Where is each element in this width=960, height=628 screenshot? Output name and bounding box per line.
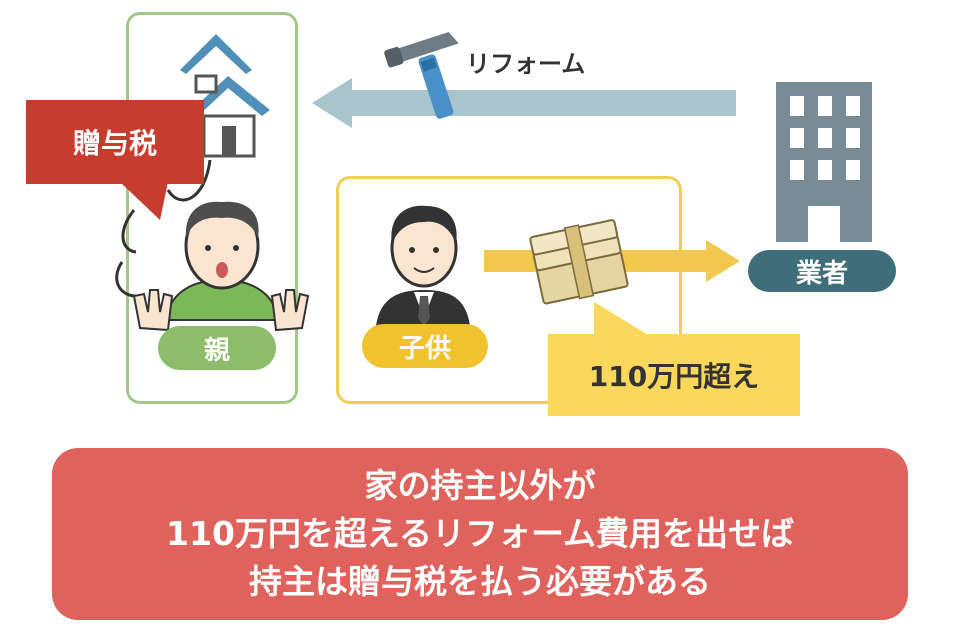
child-frame [336, 176, 682, 404]
building-icon [776, 82, 872, 242]
parent-person-icon [132, 201, 310, 332]
parent-frame [126, 12, 298, 404]
summary-line-2: 110万円を超えるリフォーム費用を出せば [166, 514, 794, 553]
shock-lines-icon [115, 159, 212, 298]
child-person-icon [376, 205, 470, 326]
hammer-icon [384, 31, 459, 119]
tax-bubble-pointer [120, 182, 168, 220]
reform-arrow [312, 78, 736, 128]
vendor-label: 業者 [748, 250, 896, 292]
child-label: 子供 [362, 324, 488, 368]
amount-bubble: 110万円超え [548, 334, 800, 416]
house-icon [180, 34, 270, 158]
gift-tax-bubble: 贈与税 [26, 100, 204, 184]
parent-label: 親 [158, 326, 276, 370]
summary-line-1: 家の持主以外が [364, 466, 596, 505]
summary-line-3: 持主は贈与税を払う必要がある [249, 562, 711, 601]
money-stack-icon [529, 219, 629, 305]
amount-bubble-pointer [594, 302, 650, 336]
summary-box: 家の持主以外が 110万円を超えるリフォーム費用を出せば 持主は贈与税を払う必要… [52, 448, 908, 620]
reform-label: リフォーム [466, 50, 586, 78]
